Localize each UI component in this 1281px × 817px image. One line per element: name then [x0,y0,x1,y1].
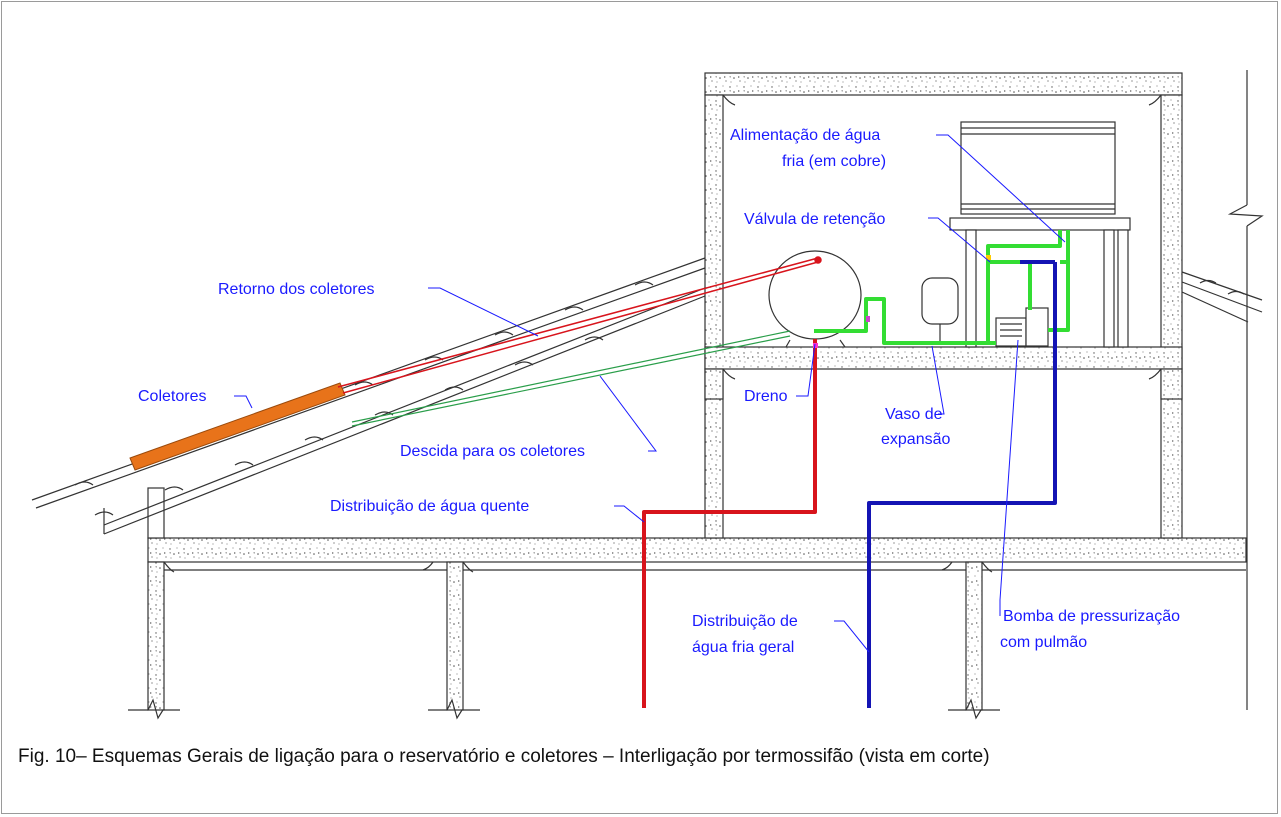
label-retorno: Retorno dos coletores [218,281,375,298]
upper-building [704,72,1183,539]
boiler [768,250,862,348]
pipe-fittings [813,255,991,348]
label-dreno: Dreno [744,388,788,405]
solar-collector [129,382,346,471]
hot-distribution-pipe [642,339,817,708]
label-descida: Descida para os coletores [400,443,585,460]
break-symbols [128,698,1000,720]
cold-water-tank [949,121,1131,348]
label-vaso-line1: Vaso de [885,406,943,423]
main-slab [147,537,1247,563]
lower-beams [163,561,1246,573]
label-alimentacao-line1: Alimentação de água [730,127,880,144]
right-break-line [1227,70,1264,710]
return-pipe [337,256,822,394]
roof-left [31,257,706,535]
pressurization-pump [995,307,1049,347]
label-vaso-line2: expansão [881,431,950,448]
label-dist-fria-line2: água fria geral [692,639,794,656]
labels: Alimentação de água fria (em cobre) Válv… [138,127,1180,656]
label-dist-fria-line1: Distribuição de [692,613,798,630]
installation-diagram: Alimentação de água fria (em cobre) Válv… [31,70,1264,720]
label-bomba-line1: Bomba de pressurização [1003,608,1180,625]
roof-right [1181,271,1263,323]
descent-pipe [351,330,791,427]
expansion-vessel [921,277,959,345]
circuit-pipes [814,230,1070,345]
cold-distribution-pipe [867,260,1057,708]
label-dist-quente: Distribuição de água quente [330,498,529,515]
label-alimentacao-line2: fria (em cobre) [782,153,886,170]
leader-lines [234,134,1066,653]
label-valvula: Válvula de retenção [744,211,886,228]
figure-caption: Fig. 10– Esquemas Gerais de ligação para… [18,746,990,767]
label-coletores: Coletores [138,388,206,405]
label-bomba-line2: com pulmão [1000,634,1087,651]
lower-columns [147,561,983,711]
